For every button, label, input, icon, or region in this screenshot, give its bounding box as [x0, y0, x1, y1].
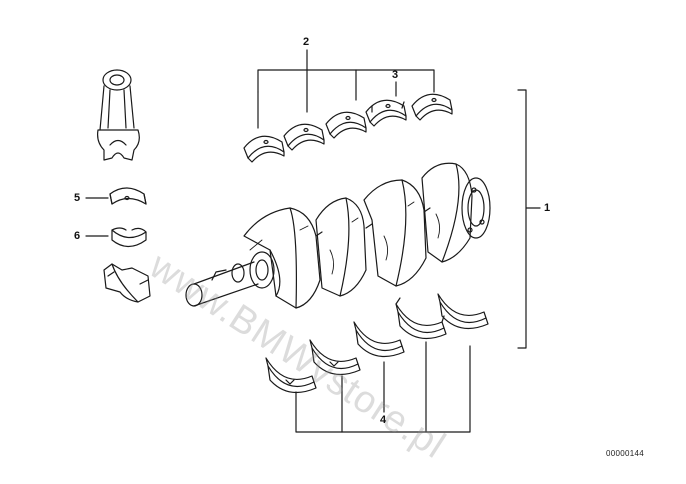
- leader-1: [517, 89, 541, 349]
- callout-1: 1: [544, 202, 551, 214]
- leader-2: [257, 49, 435, 129]
- conrod-bearing-lower: [111, 227, 147, 248]
- connecting-rod-illustration: [97, 69, 140, 161]
- callout-6: 6: [74, 230, 81, 242]
- callout-3: 3: [392, 69, 399, 81]
- document-number: 00000144: [606, 449, 644, 458]
- callout-4: 4: [380, 414, 387, 426]
- upper-main-bearings: [243, 93, 453, 163]
- conrod-cap-illustration: [103, 263, 151, 303]
- leader-4: [295, 341, 471, 433]
- callout-2: 2: [303, 36, 310, 48]
- conrod-bearing-upper: [109, 187, 147, 205]
- crankshaft-illustration: [185, 162, 491, 309]
- lower-main-bearings: [265, 293, 489, 394]
- callout-5: 5: [74, 192, 81, 204]
